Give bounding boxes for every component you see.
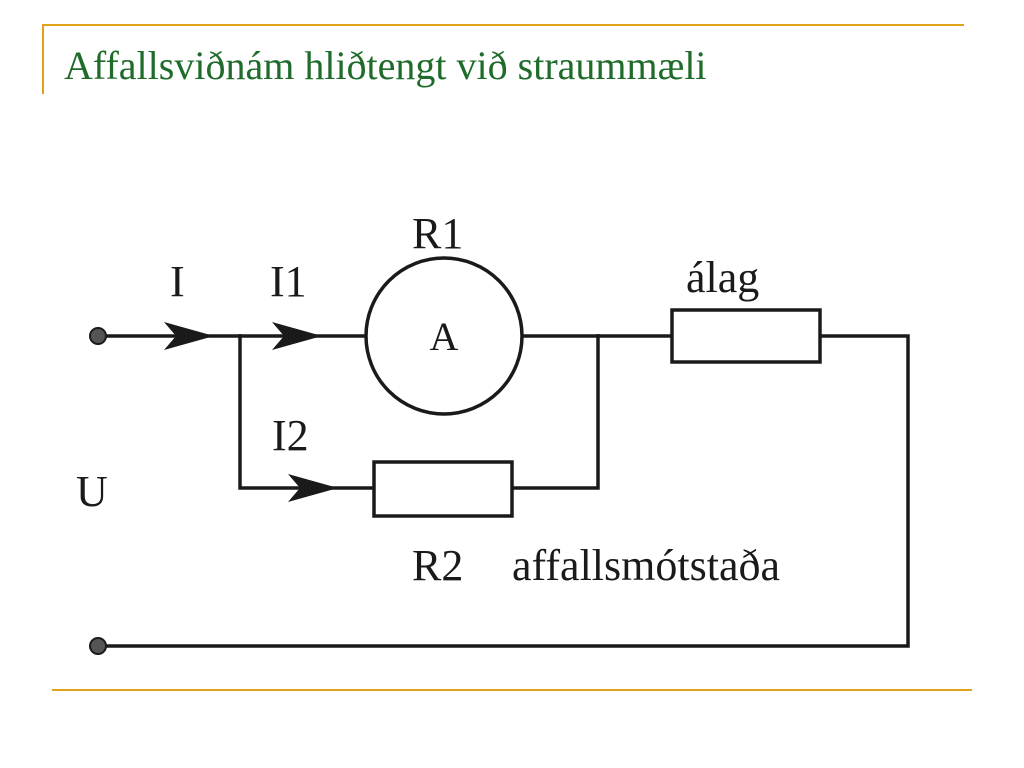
label-current-i1: I1 [270,257,307,306]
label-shunt-name: affallsmótstaða [512,541,780,590]
title-accent-top-line [42,24,964,26]
current-arrow-i1 [272,322,322,350]
label-resistor-r2: R2 [412,541,463,590]
bottom-accent-line [52,689,972,691]
load-resistor [670,308,822,364]
bottom-terminal [89,637,107,655]
return-wire [96,334,910,648]
shunt-resistor-r2 [372,460,514,518]
branch-2-wire-out [510,334,600,490]
top-terminal [89,327,107,345]
label-load: álag [686,253,759,302]
label-current-i2: I2 [272,411,309,460]
ammeter-circle [364,256,524,416]
current-arrow-i2 [288,474,338,502]
label-current-i: I [170,257,185,306]
label-voltage-u: U [76,467,108,516]
label-resistor-r1: R1 [412,209,463,258]
title-accent-vertical-line [42,24,44,94]
label-ammeter-a: A [430,314,459,359]
slide-title: Affallsviðnám hliðtengt við straummæli [64,43,707,88]
current-arrow-i [164,322,214,350]
